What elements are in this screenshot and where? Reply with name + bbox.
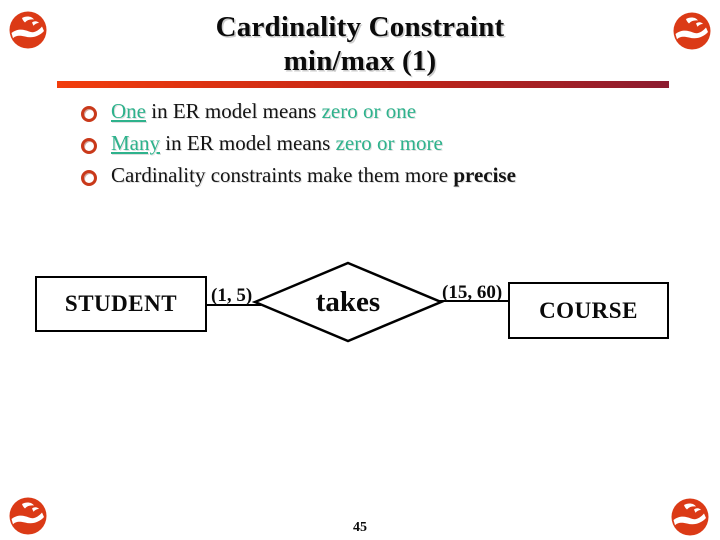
slide-title-line1: Cardinality Constraint (215, 11, 505, 43)
bullet-text: Cardinality constraints make them more p… (111, 164, 516, 187)
bullet-text: Many in ER model means zero or more (111, 132, 443, 155)
keyword-many: Many (111, 131, 160, 155)
bullet-plain-text: Cardinality constraints make them more (111, 163, 454, 187)
ring-bullet-icon (81, 170, 97, 186)
relationship-label: takes (315, 285, 381, 318)
slide-title: Cardinality Constraint min/max (1) (0, 10, 720, 78)
ring-bullet-icon (81, 106, 97, 122)
connector-line-takes-course (438, 300, 510, 302)
diamond-shape (252, 261, 444, 343)
entity-label: STUDENT (64, 291, 178, 316)
keyword-precise: precise (453, 163, 516, 187)
cardinality-label-right: (15, 60) (442, 282, 503, 303)
title-divider-rule (57, 81, 669, 88)
entity-box-student: STUDENT (35, 276, 207, 332)
bird-logo-icon (673, 12, 711, 50)
bird-logo-icon (9, 497, 47, 535)
list-item: Cardinality constraints make them more p… (79, 164, 679, 187)
meaning-zero-or-more: zero or more (335, 131, 443, 155)
ring-bullet-icon (81, 138, 97, 154)
bullet-plain-text: in ER model means (146, 99, 322, 123)
bullet-list: One in ER model means zero or one Many i… (79, 100, 679, 196)
relationship-diamond-takes: takes (252, 261, 444, 343)
entity-box-course: COURSE (508, 282, 669, 339)
cardinality-label-left: (1, 5) (211, 285, 253, 306)
keyword-one: One (111, 99, 146, 123)
bullet-text: One in ER model means zero or one (111, 100, 416, 123)
slide-title-line2: min/max (1) (283, 45, 437, 77)
list-item: One in ER model means zero or one (79, 100, 679, 123)
bullet-plain-text: in ER model means (160, 131, 336, 155)
bird-logo-icon (671, 498, 709, 536)
connector-line-student-takes (203, 304, 261, 306)
bird-logo-icon (9, 11, 47, 49)
list-item: Many in ER model means zero or more (79, 132, 679, 155)
entity-label: COURSE (539, 297, 638, 323)
page-number: 45 (353, 520, 367, 535)
meaning-zero-or-one: zero or one (321, 99, 417, 123)
